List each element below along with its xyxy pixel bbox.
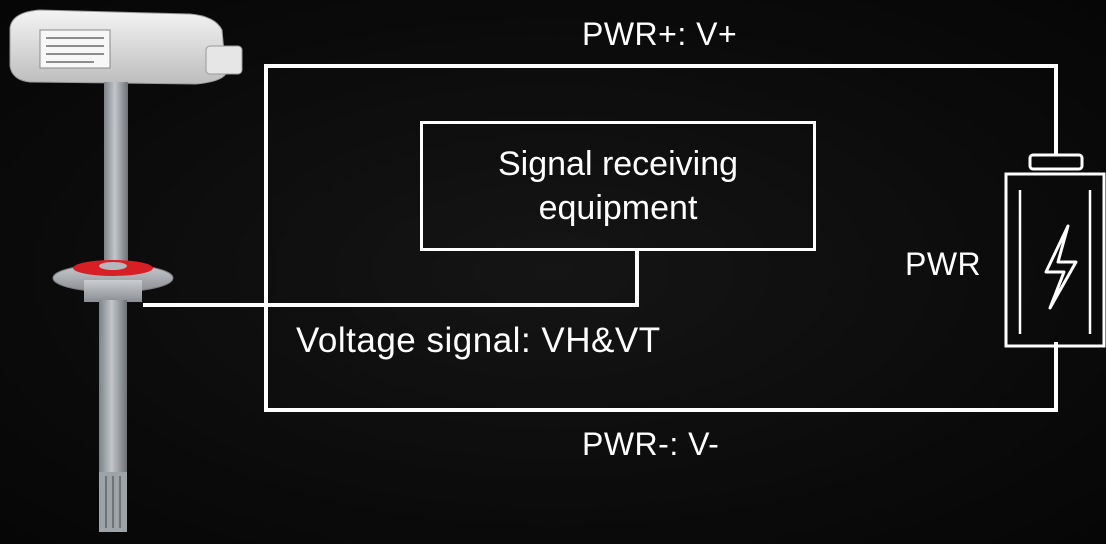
power-loop-line <box>264 64 1058 412</box>
voltage-signal-label: Voltage signal: VH&VT <box>296 321 661 360</box>
battery-icon <box>1004 153 1106 348</box>
pwr-plus-label: PWR+: V+ <box>582 16 738 52</box>
lightning-icon <box>1044 224 1078 310</box>
duct-sensor-icon <box>9 9 243 532</box>
receiver-label: Signal receiving equipment <box>497 144 739 227</box>
pwr-label: PWR <box>905 246 982 282</box>
signal-line <box>143 251 639 307</box>
signal-receiving-equipment-box: Signal receiving equipment <box>420 121 816 251</box>
pwr-minus-label: PWR-: V- <box>582 426 720 462</box>
